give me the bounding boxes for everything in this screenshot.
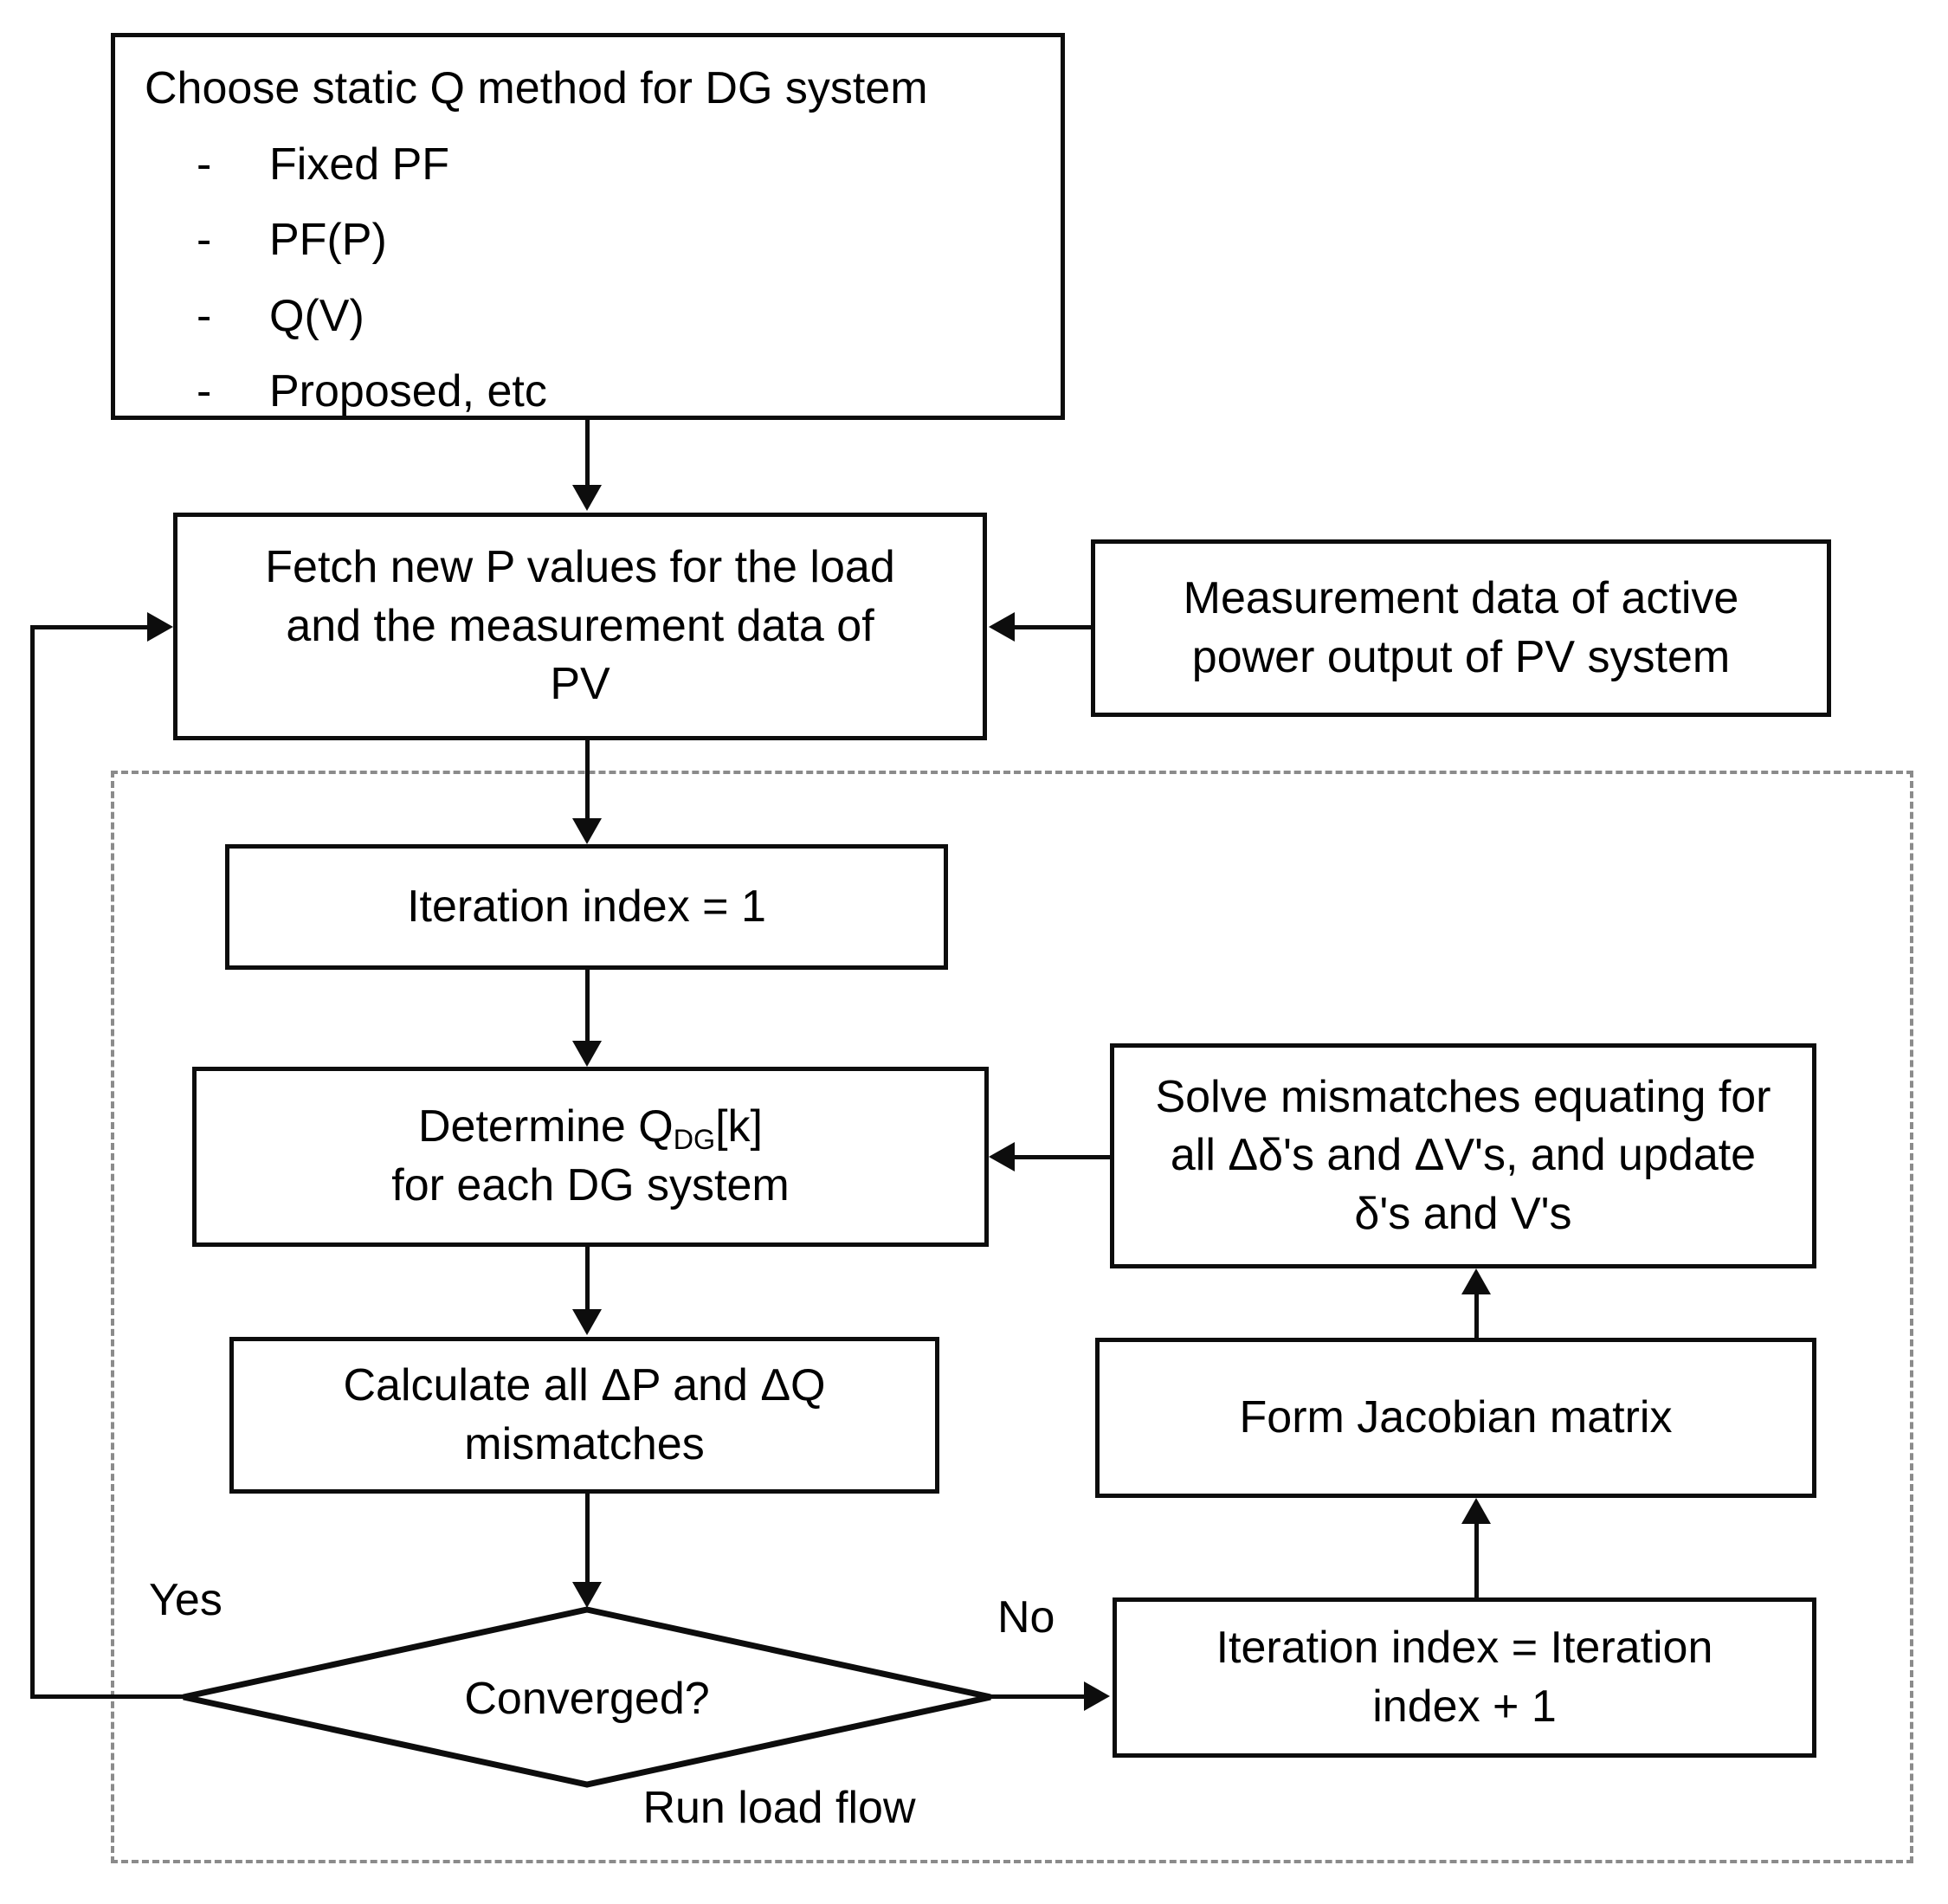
arrowhead-converged-no <box>1084 1681 1110 1711</box>
list-item[interactable]: - PF(P) <box>197 211 1061 270</box>
solve-line-2: all Δδ's and ΔV's, and update <box>1170 1130 1757 1181</box>
measurement-line-2: power output of PV system <box>1191 631 1731 682</box>
bullet-dash-icon: - <box>197 139 212 190</box>
solve-line-3: δ's and V's <box>1354 1188 1572 1239</box>
connector-jacobian-to-solve <box>1474 1294 1479 1338</box>
arrowhead-fetch-to-iteration-init <box>572 818 602 844</box>
connector-yes-rail-top <box>30 625 152 629</box>
converged-label: Converged? <box>464 1674 710 1724</box>
connector-solve-to-determine-q <box>1015 1155 1110 1159</box>
arrowhead-increment-to-jacobian <box>1461 1498 1491 1524</box>
connector-yes-rail-vertical <box>30 625 35 1699</box>
connector-choose-to-fetch <box>585 420 590 487</box>
node-measurement-data[interactable]: Measurement data of active power output … <box>1091 539 1831 717</box>
node-calculate-mismatches[interactable]: Calculate all ΔP and ΔQ mismatches <box>229 1337 939 1494</box>
node-form-jacobian-matrix[interactable]: Form Jacobian matrix <box>1095 1338 1816 1498</box>
solve-line-1: Solve mismatches equating for <box>1155 1071 1771 1122</box>
arrowhead-calculate-to-converged <box>572 1582 602 1608</box>
increment-line-1: Iteration index = Iteration <box>1216 1622 1713 1673</box>
arrowhead-iteration-init-to-determine-q <box>572 1041 602 1067</box>
jacobian-line-1: Form Jacobian matrix <box>1239 1391 1673 1443</box>
node-fetch-p-values[interactable]: Fetch new P values for the load and the … <box>173 513 987 740</box>
bullet-dash-icon: - <box>197 290 212 341</box>
increment-line-2: index + 1 <box>1372 1681 1557 1732</box>
connector-iteration-init-to-determine-q <box>585 970 590 1043</box>
option-label: Proposed, etc <box>269 366 547 417</box>
node-iteration-index-increment[interactable]: Iteration index = Iteration index + 1 <box>1113 1597 1816 1758</box>
connector-measurement-to-fetch <box>1015 625 1094 629</box>
fetch-line-2: and the measurement data of <box>286 600 874 651</box>
connector-determine-q-to-calculate <box>585 1247 590 1312</box>
node-choose-static-q-method[interactable]: Choose static Q method for DG system - F… <box>111 33 1065 420</box>
connector-fetch-to-iteration-init <box>585 740 590 820</box>
run-load-flow-label: Run load flow <box>642 1783 916 1833</box>
node-determine-q-dg[interactable]: Determine QDG[k] for each DG system <box>192 1067 989 1247</box>
connector-increment-to-jacobian <box>1474 1524 1479 1597</box>
determine-q-prefix: Determine Q <box>417 1101 674 1152</box>
edge-label-yes: Yes <box>149 1575 223 1625</box>
determine-q-line-2: for each DG system <box>391 1160 790 1210</box>
choose-method-title: Choose static Q method for DG system <box>145 63 928 113</box>
bullet-dash-icon: - <box>197 215 212 266</box>
list-item[interactable]: - Fixed PF <box>197 136 1061 195</box>
node-iteration-index-init[interactable]: Iteration index = 1 <box>225 844 948 970</box>
option-label: Fixed PF <box>269 139 450 190</box>
choose-method-option-list: - Fixed PF - PF(P) - Q(V) - Proposed, et… <box>145 136 1061 422</box>
arrowhead-measurement-to-fetch <box>989 612 1015 642</box>
connector-converged-no <box>990 1694 1087 1699</box>
arrowhead-jacobian-to-solve <box>1461 1268 1491 1294</box>
arrowhead-solve-to-determine-q <box>989 1142 1015 1171</box>
connector-yes-rail-bottom <box>30 1694 184 1699</box>
determine-q-suffix: [k] <box>715 1101 764 1152</box>
connector-calculate-to-converged <box>585 1494 590 1585</box>
diamond-shape <box>183 1606 991 1788</box>
list-item[interactable]: - Q(V) <box>197 287 1061 346</box>
fetch-line-1: Fetch new P values for the load <box>265 542 895 593</box>
determine-q-line-1: Determine QDG[k] <box>417 1101 764 1155</box>
option-label: PF(P) <box>269 215 387 266</box>
measurement-line-1: Measurement data of active <box>1183 572 1739 623</box>
fetch-line-3: PV <box>550 659 610 710</box>
arrowhead-choose-to-fetch <box>572 485 602 511</box>
bullet-dash-icon: - <box>197 366 212 417</box>
list-item[interactable]: - Proposed, etc <box>197 363 1061 422</box>
edge-label-no: No <box>997 1592 1055 1643</box>
arrowhead-yes-to-fetch <box>147 612 173 642</box>
node-converged-decision[interactable] <box>180 1606 994 1788</box>
option-label: Q(V) <box>269 290 364 341</box>
iteration-init-line-1: Iteration index = 1 <box>407 881 766 932</box>
node-solve-mismatches[interactable]: Solve mismatches equating for all Δδ's a… <box>1110 1043 1816 1268</box>
calculate-line-1: Calculate all ΔP and ΔQ <box>343 1359 826 1410</box>
determine-q-subscript: DG <box>673 1123 716 1155</box>
calculate-line-2: mismatches <box>464 1418 705 1469</box>
arrowhead-determine-q-to-calculate <box>572 1309 602 1335</box>
run-load-flow-region <box>111 771 1913 1863</box>
